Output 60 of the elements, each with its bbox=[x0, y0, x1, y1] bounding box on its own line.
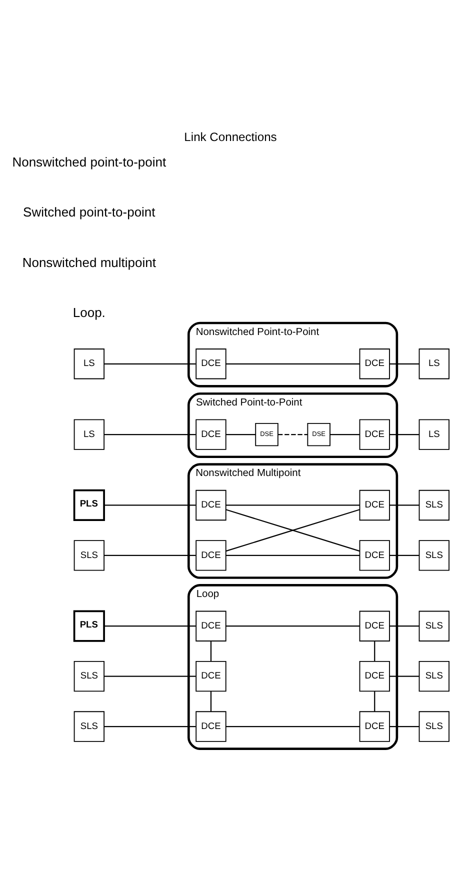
node-box: PLS bbox=[73, 488, 105, 521]
node-box: PLS bbox=[73, 610, 105, 642]
connector bbox=[330, 434, 360, 435]
connector bbox=[374, 690, 376, 712]
connector bbox=[390, 554, 419, 556]
connector bbox=[210, 690, 212, 712]
connector bbox=[278, 434, 308, 435]
connector bbox=[104, 362, 196, 364]
connector bbox=[104, 725, 196, 727]
label: Loop. bbox=[72, 304, 106, 320]
label: Switched point-to-point bbox=[23, 204, 156, 220]
connector bbox=[226, 625, 360, 626]
node-box: SLS bbox=[418, 489, 450, 520]
node-box: SLS bbox=[74, 540, 104, 570]
connector bbox=[104, 434, 196, 435]
node-box: SLS bbox=[74, 660, 104, 692]
node-box: DCE bbox=[359, 489, 390, 520]
connector bbox=[226, 554, 360, 556]
connector bbox=[390, 504, 419, 506]
node-box: LS bbox=[74, 348, 104, 379]
node-box: DCE bbox=[359, 710, 390, 742]
node-box: DCE bbox=[196, 660, 226, 692]
connector bbox=[226, 434, 256, 435]
connector bbox=[390, 675, 419, 676]
connector bbox=[390, 362, 419, 364]
connector bbox=[104, 554, 196, 556]
node-box: DCE bbox=[196, 348, 226, 379]
node-box: DCE bbox=[359, 348, 390, 379]
node-box: DCE bbox=[359, 610, 390, 641]
label: Nonswitched multipoint bbox=[22, 254, 156, 270]
node-box: DCE bbox=[359, 660, 390, 692]
connector bbox=[104, 675, 196, 676]
node-box: DCE bbox=[359, 418, 390, 450]
node-box: SLS bbox=[74, 710, 104, 742]
node-box: SLS bbox=[418, 660, 450, 692]
node-box: DCE bbox=[196, 540, 226, 570]
node-box: DCE bbox=[196, 418, 226, 450]
diagram-title: Link Connections bbox=[184, 130, 277, 144]
connector bbox=[104, 504, 196, 506]
connector bbox=[210, 640, 212, 661]
node-box: DCE bbox=[196, 610, 226, 641]
node-box: DCE bbox=[196, 710, 226, 742]
connector bbox=[226, 508, 360, 552]
node-box: LS bbox=[74, 418, 104, 450]
connector bbox=[390, 434, 419, 435]
connector bbox=[374, 640, 376, 661]
label: Nonswitched point-to-point bbox=[12, 154, 166, 169]
node-box: LS bbox=[418, 418, 450, 450]
node-box: SLS bbox=[418, 610, 450, 641]
node-box: SLS bbox=[418, 710, 450, 742]
connector bbox=[390, 625, 419, 626]
node-box: DCE bbox=[196, 489, 226, 520]
node-box: DCE bbox=[359, 540, 390, 570]
node-box: SLS bbox=[418, 540, 450, 570]
connector bbox=[104, 625, 196, 626]
connector bbox=[226, 362, 360, 364]
node-box: LS bbox=[418, 348, 450, 379]
connector bbox=[226, 504, 360, 506]
connector bbox=[390, 725, 419, 727]
connector bbox=[226, 725, 360, 727]
